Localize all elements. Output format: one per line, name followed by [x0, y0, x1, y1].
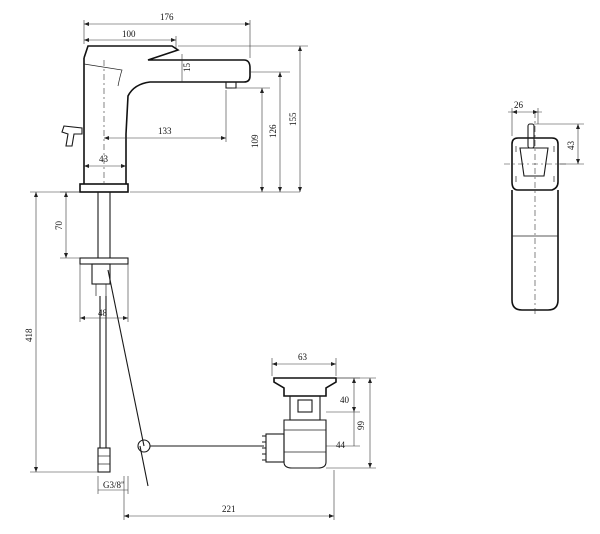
- dim-lever-width: 26: [514, 100, 524, 110]
- dimension-lines: [30, 20, 376, 520]
- dim-fixing-depth: 70: [54, 221, 64, 231]
- mixer-front-view: [504, 112, 566, 316]
- dim-overall-height: 155: [288, 112, 298, 126]
- popup-knob: [61, 125, 83, 147]
- dim-connection-thread: G3/8": [103, 480, 125, 490]
- spout-outline: [83, 45, 251, 184]
- dim-body-diameter: 43: [99, 154, 109, 164]
- dim-spout-reach-inner: 133: [158, 126, 172, 136]
- front-view-dimensions: [508, 108, 584, 165]
- dim-waste-outlet-height: 44: [336, 440, 346, 450]
- base-plate: [79, 183, 129, 193]
- dim-spout-height: 126: [268, 124, 278, 138]
- fixing-nut: [91, 263, 111, 285]
- pull-rod: [107, 269, 145, 447]
- dim-lever-height: 43: [566, 141, 576, 151]
- dim-waste-head-height: 40: [340, 395, 350, 405]
- fixing-assembly: [79, 192, 264, 487]
- aerator: [225, 82, 237, 89]
- dim-spout-thickness: 15: [182, 63, 192, 73]
- front-lever-plate: [511, 137, 559, 191]
- waste-body: [283, 419, 327, 469]
- waste-side-connector: [265, 433, 285, 463]
- hose-connector: [97, 447, 111, 473]
- dim-outlet-height: 109: [250, 134, 260, 148]
- front-lever-inset: [519, 147, 549, 177]
- dim-waste-distance: 221: [222, 504, 236, 514]
- popup-waste: [262, 377, 337, 469]
- dim-waste-head-diameter: 63: [298, 352, 308, 362]
- dim-spout-reach-total: 176: [160, 12, 174, 22]
- spout-inner-line: [83, 63, 123, 87]
- fixing-washer: [79, 257, 129, 265]
- front-body: [511, 190, 559, 311]
- mixer-side-view: [61, 45, 251, 193]
- dim-lever-length: 100: [122, 29, 136, 39]
- waste-inner: [297, 399, 313, 413]
- dim-total-depth: 418: [24, 328, 34, 342]
- front-lever-stem: [527, 123, 535, 149]
- waste-head: [273, 377, 337, 397]
- dim-fixing-width: 48: [98, 308, 108, 318]
- dim-waste-total-height: 99: [356, 421, 366, 431]
